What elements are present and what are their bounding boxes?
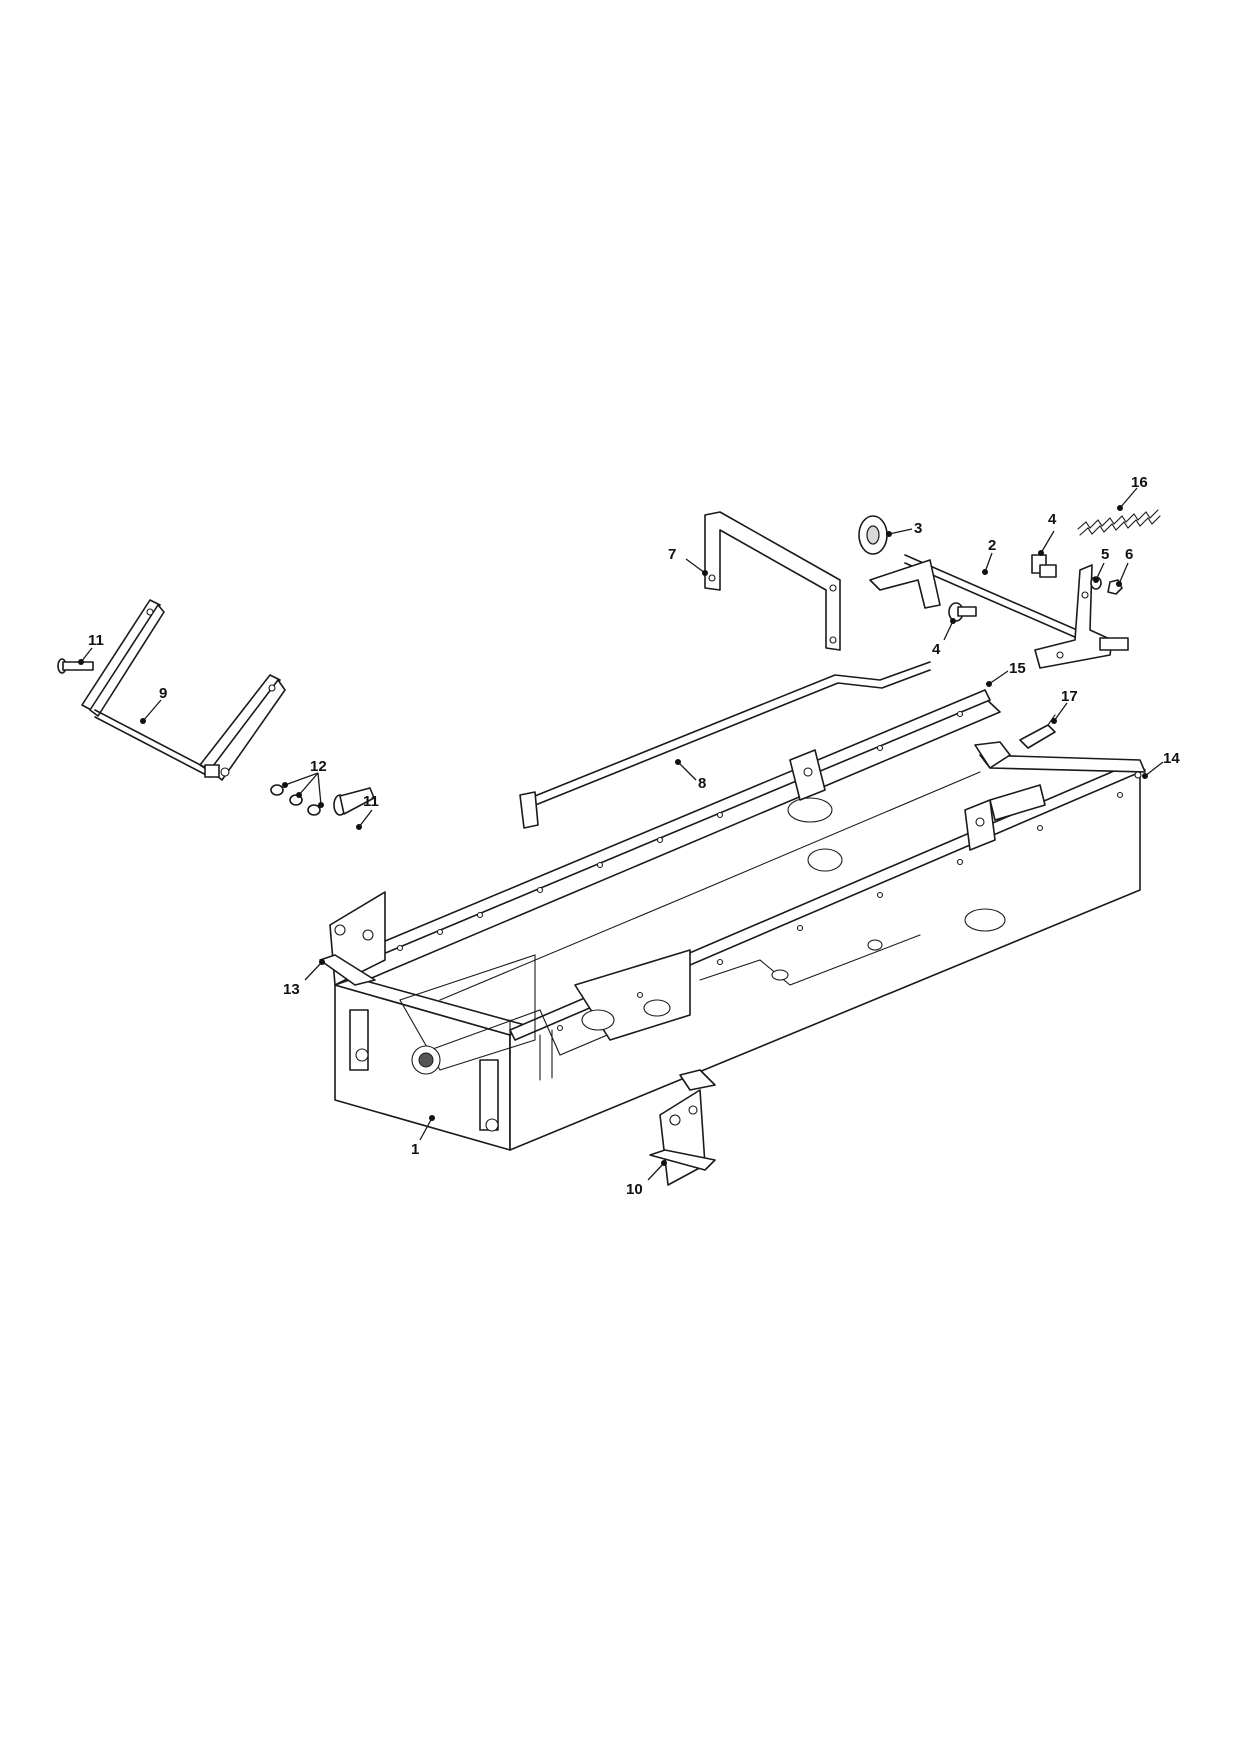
callout-14: 14: [1142, 750, 1180, 779]
lever-shaft-drawing: [869, 554, 1129, 669]
callout-9: 9: [140, 685, 167, 724]
callout-label: 5: [1101, 546, 1109, 563]
clip-drawing: [1019, 714, 1056, 749]
main-frame-drawing: [334, 689, 1146, 1151]
axle-bracket-drawing: [81, 599, 286, 781]
callout-label: 10: [626, 1181, 643, 1198]
callout-11a: 11: [78, 632, 104, 665]
callout-label: 9: [159, 685, 167, 702]
callout-4a: 4: [1038, 511, 1057, 556]
spring-drawing: [1077, 509, 1161, 536]
callout-4b: 4: [932, 618, 956, 658]
callout-11b: 11: [356, 793, 379, 830]
link-rod-drawing: [519, 661, 931, 829]
callout-16: 16: [1117, 474, 1148, 511]
callout-7: 7: [668, 546, 708, 576]
callout-label: 7: [668, 546, 676, 563]
callout-label: 6: [1125, 546, 1133, 563]
callout-15: 15: [986, 660, 1026, 687]
callout-label: 11: [363, 793, 379, 810]
callout-label: 4: [932, 641, 941, 658]
pin-upper-drawing: [57, 658, 94, 674]
callout-2: 2: [982, 537, 996, 575]
callout-label: 15: [1009, 660, 1026, 677]
callout-label: 1: [411, 1141, 419, 1158]
callout-label: 17: [1061, 688, 1078, 705]
callout-label: 11: [88, 632, 104, 649]
callout-5: 5: [1093, 546, 1109, 583]
washer-drawing: [858, 515, 888, 555]
bushing-upper-drawing: [1031, 554, 1057, 578]
washer-set-drawing: [270, 784, 321, 816]
mount-bracket-left-drawing: [319, 891, 386, 986]
callout-label: 8: [698, 775, 706, 792]
mount-bracket-right-drawing: [649, 1089, 716, 1186]
callout-13: 13: [283, 959, 325, 998]
callout-label: 14: [1163, 750, 1180, 767]
u-bracket-drawing: [704, 511, 841, 651]
callout-label: 3: [914, 520, 922, 537]
callout-3: 3: [886, 520, 922, 537]
pin-lower-drawing: [333, 787, 375, 816]
callout-label: 4: [1048, 511, 1057, 528]
callout-17: 17: [1051, 688, 1078, 724]
callout-label: 13: [283, 981, 300, 998]
callout-12: 12: [282, 758, 327, 808]
callout-1: 1: [411, 1115, 435, 1158]
callout-label: 2: [988, 537, 996, 554]
callout-10: 10: [626, 1160, 667, 1198]
callout-label: 12: [310, 758, 327, 775]
callout-8: 8: [675, 759, 706, 792]
callout-6: 6: [1116, 546, 1133, 587]
callout-label: 16: [1131, 474, 1148, 491]
